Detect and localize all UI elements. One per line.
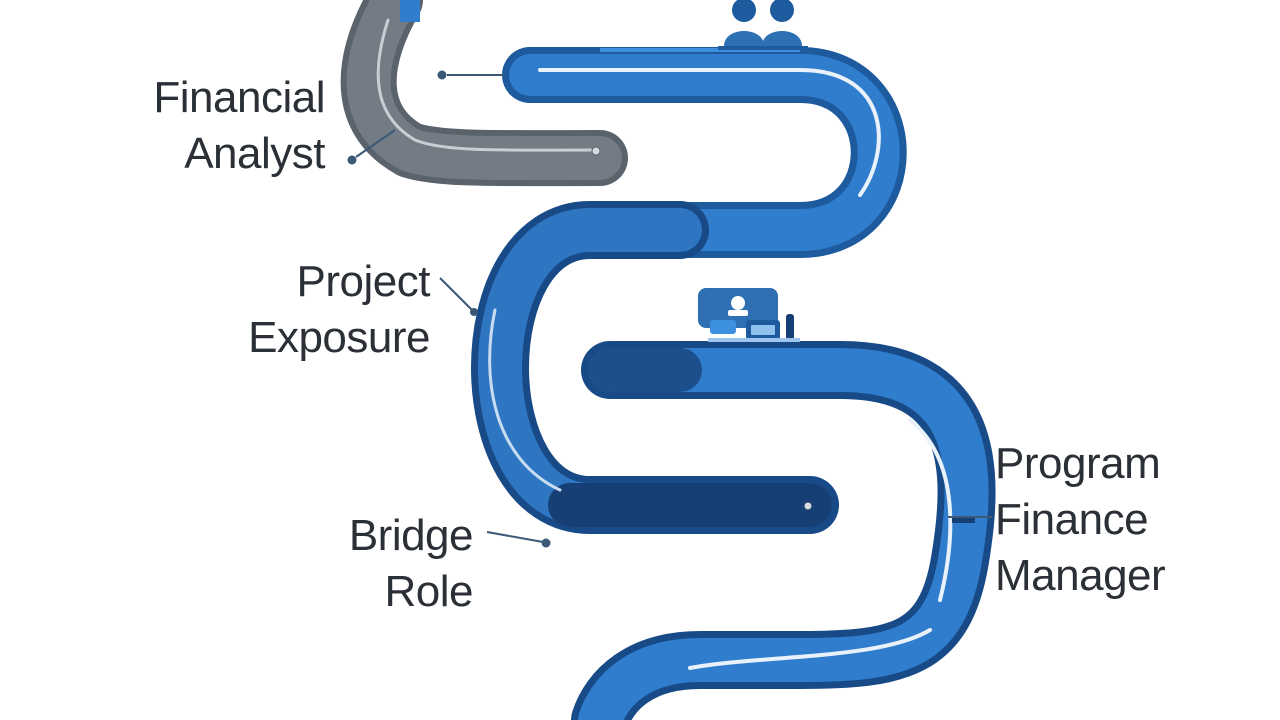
milestone-line: Finance [995, 495, 1149, 544]
milestone-program-finance-manager: Program Finance Manager [995, 436, 1235, 604]
milestone-line: Project [296, 257, 431, 306]
milestone-line: Financial [153, 73, 325, 122]
milestone-line: Program [995, 439, 1161, 488]
milestone-bridge-role: Bridge Role [300, 508, 474, 620]
connector-bridge-role [486, 531, 551, 548]
milestone-line: Manager [995, 551, 1166, 600]
people-icon [718, 0, 808, 50]
connector-financial-analyst [347, 70, 505, 165]
blue-track-segment-3 [571, 341, 996, 720]
workstation-icon [698, 288, 800, 342]
milestone-financial-analyst: Financial Analyst [120, 70, 325, 182]
milestone-line: Role [384, 567, 474, 616]
connector-project-exposure [439, 277, 478, 316]
milestone-line: Bridge [348, 511, 474, 560]
milestone-line: Analyst [184, 129, 325, 178]
milestone-line: Exposure [248, 313, 430, 362]
milestone-project-exposure: Project Exposure [210, 254, 430, 366]
gray-track-segment [340, 0, 628, 187]
blue-track-segment-2 [471, 201, 839, 534]
